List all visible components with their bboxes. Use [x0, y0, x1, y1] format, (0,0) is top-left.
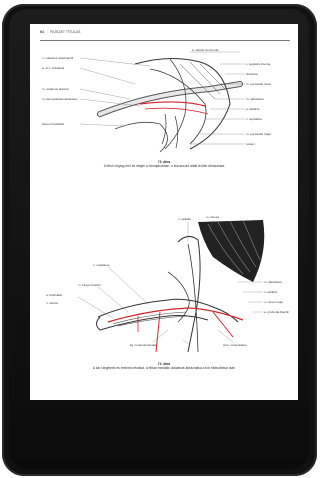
fig2-label: proc. coracoideus	[223, 343, 247, 347]
figure-2-caption: 74. ábra A kar idegeinek és ereinek lefu…	[50, 362, 278, 370]
fig2-label: m. biceps brachii	[78, 283, 101, 287]
tablet-frame: 64 FEJEZET TÍTULUS n. cutaneus antebrach…	[2, 4, 317, 476]
fig2-label: n. ulnaris	[46, 301, 59, 305]
fig1-label: m. deltoideus	[246, 97, 264, 101]
fig1-label: v. cephalica	[246, 117, 262, 121]
fig2-label: n. radialis	[178, 217, 191, 221]
page-number: 64	[40, 30, 44, 34]
fig1-label: m. scalenus anterior	[42, 87, 69, 91]
running-head-title: FEJEZET TÍTULUS	[50, 30, 81, 34]
fig2-label: m. triceps	[206, 215, 220, 219]
fig1-label: v. jugularis interna	[246, 62, 270, 66]
dark-muscle-shape	[198, 220, 264, 282]
fig1-label: plexus brachialis	[42, 122, 65, 126]
fig2-label: n. medianus	[93, 263, 110, 267]
fig1-label: a. et v. subclavia	[42, 66, 64, 70]
fig1-label: m. pectoralis minor	[246, 82, 271, 86]
fig2-label: a. brachialis	[46, 293, 63, 297]
fig1-label: m. pectoralis major	[246, 132, 271, 136]
artery-shape	[140, 102, 205, 106]
humerus-shape	[188, 244, 198, 352]
fig1-label: costa I.	[246, 142, 256, 146]
anatomy-figure-2: n. medianus m. biceps brachii a. brachia…	[38, 212, 290, 358]
fig1-label: n. cutaneus antebrachii	[42, 56, 73, 60]
fig2-label: n. axillaris	[264, 290, 278, 294]
fig2-label: m. deltoideus	[264, 280, 282, 284]
anatomy-figure-1: n. cutaneus antebrachii a. et v. subclav…	[40, 44, 288, 156]
figure-1-caption-text: A felső végtag erei és idegei a hónaljár…	[104, 164, 225, 168]
fig1-label: clavicula	[246, 72, 258, 76]
ebook-page[interactable]: 64 FEJEZET TÍTULUS n. cutaneus antebrach…	[30, 24, 298, 400]
header-rule	[40, 40, 290, 41]
fig2-label: m. teres major	[264, 300, 283, 304]
figure-1-caption: 73. ábra A felső végtag erei és idegei a…	[50, 160, 278, 168]
fig1-label: m. sternocleidomastoideus	[42, 97, 78, 101]
fig2-label: lig. coracoacromiale	[130, 343, 157, 347]
muscle-outline	[135, 58, 230, 149]
figure-2-caption-text: A kar idegeinek és ereinek lefutása, a f…	[93, 366, 235, 370]
fig2-label: a. profunda brachii	[264, 310, 289, 314]
fig1-label: a. axillaris	[246, 107, 260, 111]
fig1-label: a. carotis communis	[192, 48, 219, 52]
